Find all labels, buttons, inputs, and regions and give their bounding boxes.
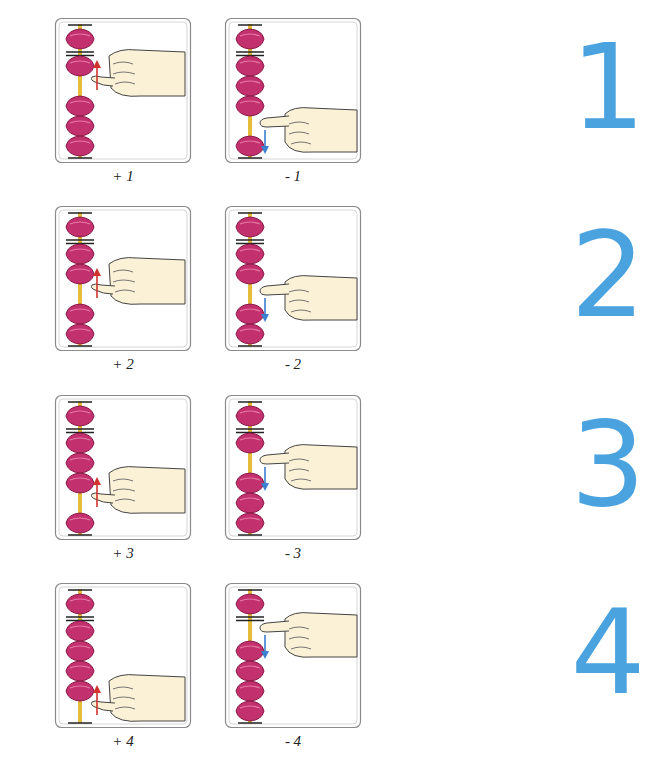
operation-caption: - 2	[285, 356, 301, 373]
operation-caption: - 4	[285, 733, 301, 750]
operation-caption: - 1	[285, 168, 301, 185]
operation-caption: + 2	[112, 356, 133, 373]
operation-caption: - 3	[285, 545, 301, 562]
operation-caption: + 1	[112, 168, 133, 185]
digit-numeral: 1	[570, 28, 645, 146]
operation-caption: + 4	[112, 733, 133, 750]
digit-numeral: 2	[570, 216, 645, 334]
operation-caption: + 3	[112, 545, 133, 562]
digit-numeral: 3	[570, 405, 645, 523]
digit-numeral: 4	[570, 593, 645, 711]
